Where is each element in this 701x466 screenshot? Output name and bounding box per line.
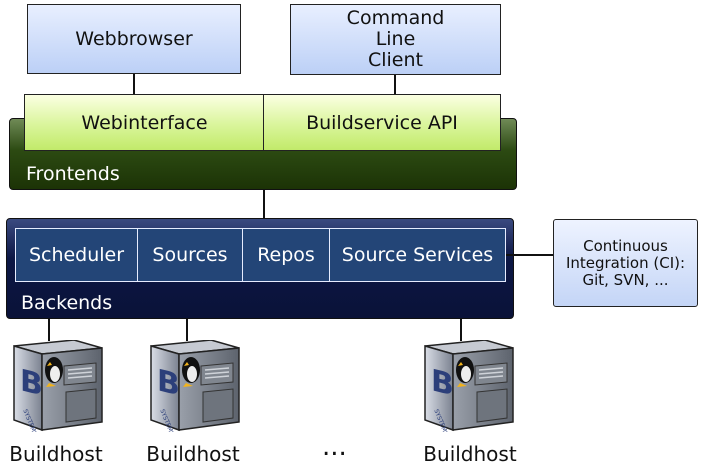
webinterface-box: Webinterface [24,94,265,151]
buildhost-label: Buildhost [146,442,240,466]
command-line-client-box: Command Line Client [290,4,501,75]
ci-label-line3: Git, SVN, ... [582,270,669,289]
repos-label: Repos [257,244,315,266]
buildservice-api-label: Buildservice API [306,111,458,134]
ci-label-line1: Continuous [583,236,668,255]
buildhost-label: Buildhost [9,442,103,466]
cli-label-line3: Client [367,49,423,71]
scheduler-cell: Scheduler [16,229,138,281]
connector-ci [506,254,554,256]
webinterface-label: Webinterface [81,111,208,134]
continuous-integration-box: Continuous Integration (CI): Git, SVN, .… [553,219,698,307]
ci-label-line2: Integration (CI): [565,253,686,272]
buildservice-api-box: Buildservice API [263,94,501,151]
backends-label: Backends [21,292,113,314]
backend-components: Scheduler Sources Repos Source Services [15,228,506,282]
connector-buildhost-2 [186,319,188,341]
connector-webbrowser [133,74,135,95]
sources-label: Sources [152,244,228,266]
cli-label-line1: Command [346,7,445,29]
connector-buildhost-3 [460,319,462,341]
connector-buildhost-1 [48,319,50,341]
buildhost-label: Buildhost [423,442,517,466]
source-services-label: Source Services [341,244,494,266]
webbrowser-box: Webbrowser [27,4,241,74]
connector-frontend-backend [263,190,265,218]
repos-cell: Repos [243,229,330,281]
frontends-label: Frontends [26,163,120,185]
scheduler-label: Scheduler [28,244,125,266]
connector-cli [394,75,396,95]
webbrowser-label: Webbrowser [75,27,193,50]
source-services-cell: Source Services [330,229,505,281]
cli-label-line2: Line [375,28,416,50]
server-icon [424,340,514,432]
server-icon [13,340,103,432]
server-icon [150,340,240,432]
sources-cell: Sources [138,229,243,281]
more-buildhosts-ellipsis: ... [322,432,347,462]
